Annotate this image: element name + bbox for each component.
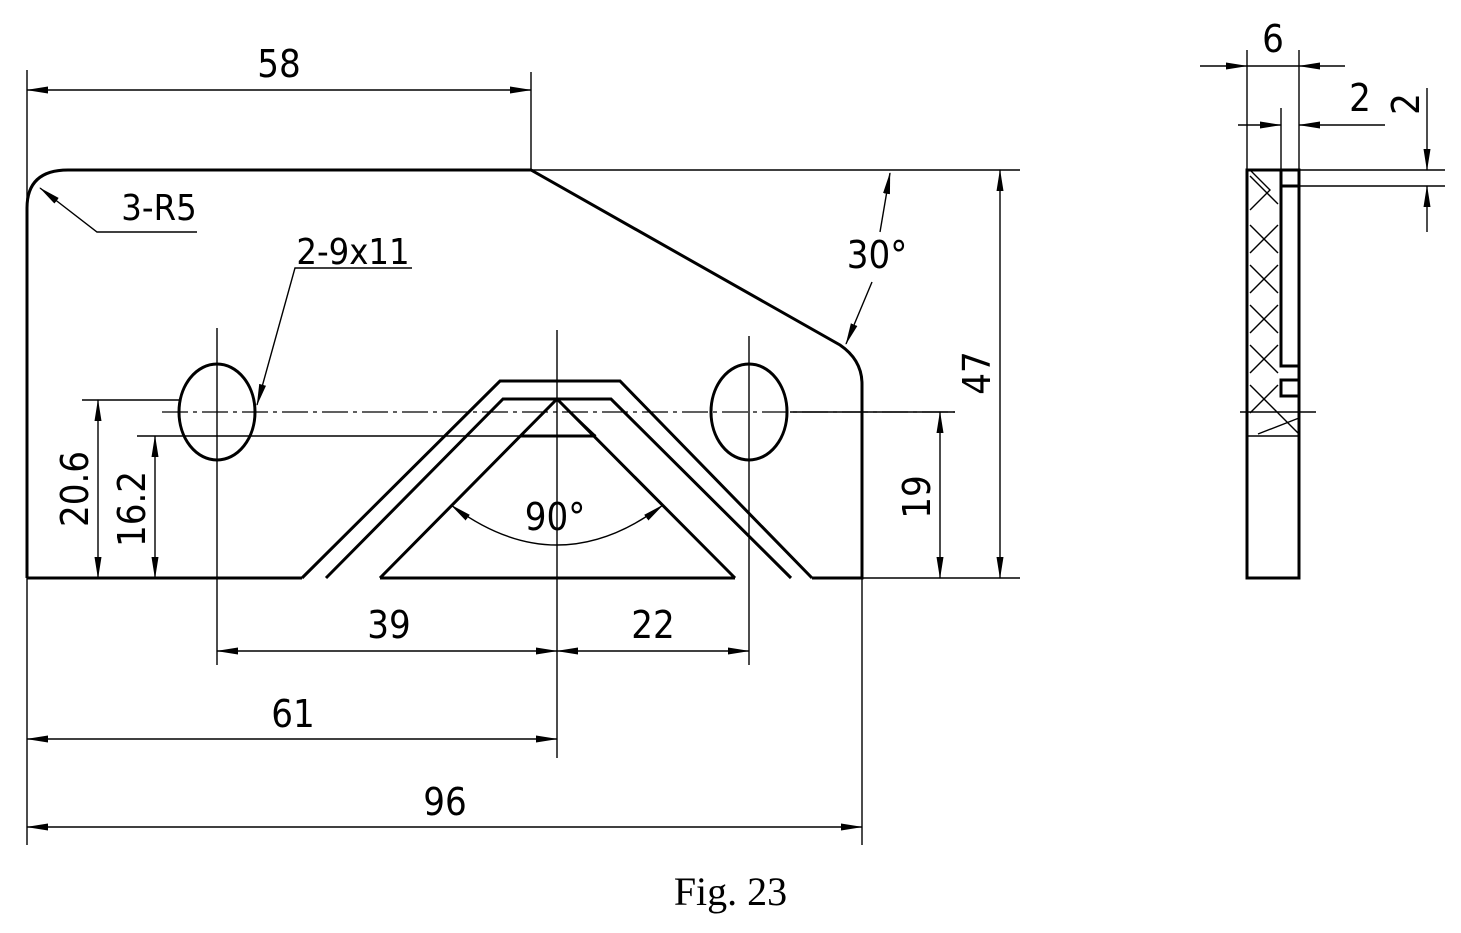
dim-text-90: 90° <box>525 495 586 539</box>
side-taper <box>1257 417 1300 435</box>
dim-text-slots: 2-9x11 <box>296 232 409 273</box>
dim-text-30: 30° <box>847 233 908 277</box>
figure-caption: Fig. 23 <box>673 869 788 914</box>
dim-text-19: 19 <box>895 475 939 519</box>
side-dim-text-2: 2 <box>1349 76 1371 120</box>
side-dim-text-2-vertical: 2 <box>1384 93 1428 115</box>
dim-text-96: 96 <box>423 780 467 824</box>
v-groove-thin-left <box>519 398 558 437</box>
leader-radius <box>39 187 197 233</box>
dim-text-47: 47 <box>955 351 999 395</box>
side-view: 6 2 2 <box>1200 17 1445 580</box>
dim-line-30-bottom <box>845 281 873 345</box>
v-groove-middle <box>324 397 793 580</box>
dim-text-22: 22 <box>631 603 675 647</box>
side-step <box>1279 170 1299 368</box>
dim-text-39: 39 <box>367 603 411 647</box>
side-outline <box>1245 168 1301 580</box>
dim-text-16-2: 16.2 <box>110 471 154 547</box>
dim-text-61: 61 <box>271 692 315 736</box>
side-hatching <box>1248 169 1299 434</box>
dim-text-radius: 3-R5 <box>121 188 196 229</box>
front-view: 58 3-R5 2-9x11 30° 47 19 20.6 16.2 90° 3… <box>25 42 1020 845</box>
dim-text-20-6: 20.6 <box>53 451 97 527</box>
dim-line-30-top <box>879 172 891 233</box>
side-dim-text-6: 6 <box>1262 17 1284 61</box>
v-groove-outer <box>300 379 814 580</box>
dim-arc-90 <box>450 504 664 546</box>
side-notch <box>1279 378 1301 398</box>
leader-slots <box>256 267 412 406</box>
dim-text-58: 58 <box>257 42 301 86</box>
v-groove-thin-right <box>556 398 597 437</box>
